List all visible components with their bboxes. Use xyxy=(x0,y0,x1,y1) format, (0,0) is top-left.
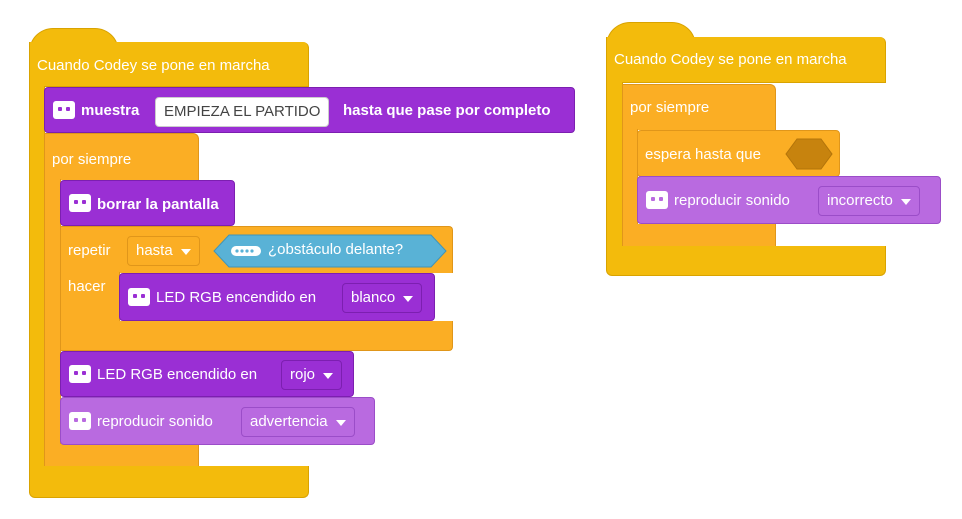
codey-icon xyxy=(69,365,91,383)
codey-icon xyxy=(128,288,150,306)
chevron-down-icon xyxy=(335,420,346,426)
chevron-down-icon xyxy=(403,296,414,302)
codey-icon xyxy=(69,194,91,212)
obstacle-condition-label: ¿obstáculo delante? xyxy=(268,241,404,258)
repeat-footer xyxy=(60,321,453,351)
chevron-down-icon xyxy=(900,199,911,205)
led-inner-label: LED RGB encendido en xyxy=(156,289,317,306)
show-suffix-label: hasta que pase por completo xyxy=(343,102,551,119)
forever-spine-2 xyxy=(622,129,638,227)
do-label: hacer xyxy=(68,278,106,295)
when-start-hat-block-2[interactable]: Cuando Codey se pone en marcha xyxy=(606,37,886,83)
forever-label-1: por siempre xyxy=(52,151,132,168)
sound-dropdown-1[interactable]: advertencia xyxy=(241,407,355,437)
repeat-spine: hacer xyxy=(60,272,120,322)
forever-block-2[interactable]: por siempre xyxy=(622,84,776,130)
empty-condition-slot[interactable] xyxy=(785,138,833,170)
when-start-hat-block-1[interactable]: Cuando Codey se pone en marcha xyxy=(29,42,309,87)
forever-label-2: por siempre xyxy=(630,99,710,116)
chevron-down-icon xyxy=(323,373,334,379)
codey-icon xyxy=(69,412,91,430)
led-color-value-inner: blanco xyxy=(351,289,396,306)
codey-icon xyxy=(646,191,668,209)
sound-value-1: advertencia xyxy=(250,413,328,430)
hat-spine-1 xyxy=(29,86,45,472)
play-sound-label-1: reproducir sonido xyxy=(97,413,213,430)
play-sound-block-2[interactable]: reproducir sonido incorrecto xyxy=(637,176,941,224)
led-outer-label: LED RGB encendido en xyxy=(97,366,258,383)
play-sound-label-2: reproducir sonido xyxy=(674,192,790,209)
forever-block-1[interactable]: por siempre xyxy=(44,133,199,180)
repeat-until-block[interactable]: repetir hasta ¿obstáculo delante? xyxy=(60,226,453,273)
wait-until-block[interactable]: espera hasta que xyxy=(637,130,840,177)
sound-dropdown-2[interactable]: incorrecto xyxy=(818,186,920,216)
hat-label-2: Cuando Codey se pone en marcha xyxy=(614,51,847,68)
chevron-down-icon xyxy=(180,249,191,255)
led-color-dropdown-inner[interactable]: blanco xyxy=(342,283,423,313)
show-text-block[interactable]: muestra EMPIEZA EL PARTIDO hasta que pas… xyxy=(44,87,575,133)
codey-icon xyxy=(53,101,75,119)
hat-label-1: Cuando Codey se pone en marcha xyxy=(37,57,270,74)
repeat-mode-dropdown[interactable]: hasta xyxy=(127,236,200,266)
forever-spine-1 xyxy=(44,179,61,447)
play-sound-block-1[interactable]: reproducir sonido advertencia xyxy=(60,397,375,445)
led-rgb-block-inner[interactable]: LED RGB encendido en blanco xyxy=(119,273,435,321)
led-rgb-block-outer[interactable]: LED RGB encendido en rojo xyxy=(60,351,354,397)
repeat-mode-value: hasta xyxy=(136,242,173,259)
show-text-input[interactable]: EMPIEZA EL PARTIDO xyxy=(155,97,330,127)
led-color-dropdown-outer[interactable]: rojo xyxy=(281,360,343,390)
sound-value-2: incorrecto xyxy=(827,192,893,209)
repeat-label: repetir xyxy=(68,242,111,259)
hat-spine-2 xyxy=(606,82,623,250)
wait-until-label: espera hasta que xyxy=(645,146,761,163)
led-color-value-outer: rojo xyxy=(290,366,316,383)
show-prefix-label: muestra xyxy=(81,102,140,119)
obstacle-ahead-condition[interactable] xyxy=(213,234,447,268)
clear-screen-label: borrar la pantalla xyxy=(97,196,219,213)
clear-screen-block[interactable]: borrar la pantalla xyxy=(60,180,235,226)
hat-footer-2 xyxy=(606,246,886,276)
hat-footer-1 xyxy=(29,466,309,498)
